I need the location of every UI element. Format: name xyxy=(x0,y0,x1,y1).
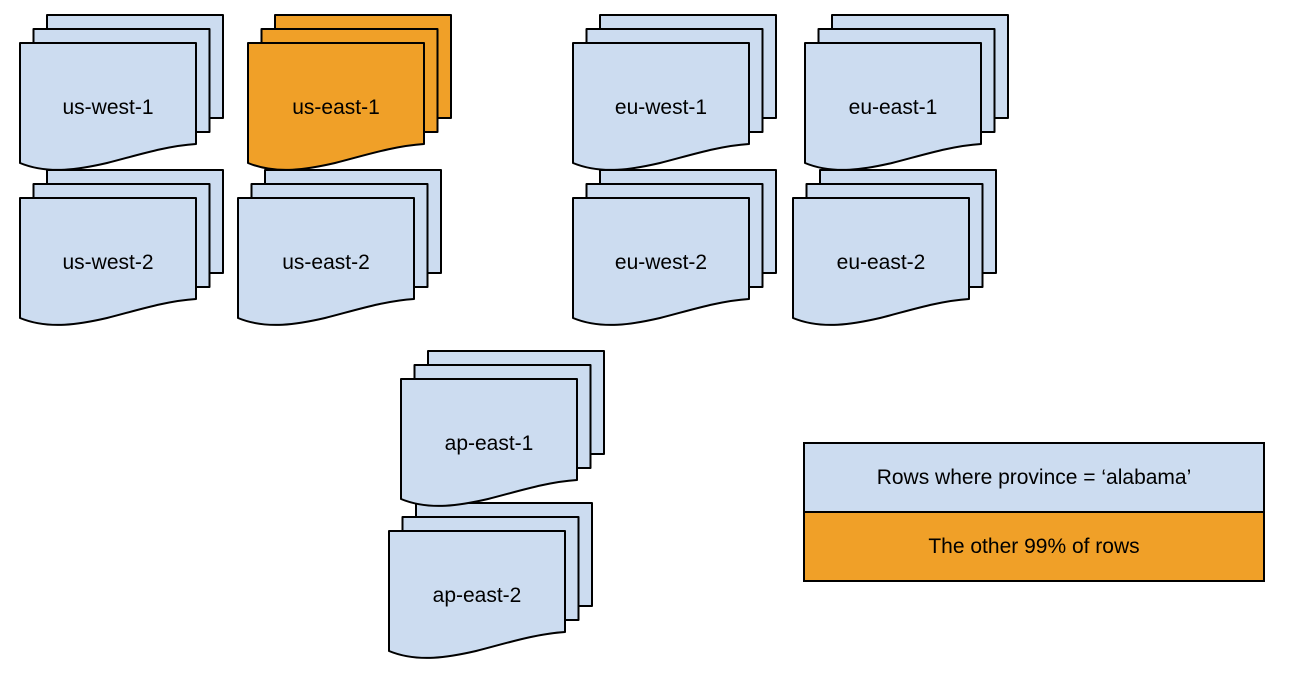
document-page-front-icon xyxy=(237,197,415,326)
document-page-front-icon xyxy=(388,530,566,659)
document-stack-icon: eu-east-1 xyxy=(804,14,1009,171)
stack-label: eu-west-2 xyxy=(615,251,707,274)
document-page-front-icon xyxy=(792,197,970,326)
stack-label: us-east-2 xyxy=(282,251,370,274)
document-stack-icon: us-west-2 xyxy=(19,169,224,326)
stack-label: eu-west-1 xyxy=(615,96,707,119)
stack-label: eu-east-2 xyxy=(837,251,926,274)
document-stack-eu-east-2: eu-east-2 xyxy=(792,169,999,334)
document-stack-icon: eu-west-2 xyxy=(572,169,777,326)
document-stack-us-west-2: us-west-2 xyxy=(19,169,226,334)
document-stack-icon: ap-east-2 xyxy=(388,502,593,659)
document-stack-icon: us-west-1 xyxy=(19,14,224,171)
document-stack-us-west-1: us-west-1 xyxy=(19,14,226,179)
document-stack-eu-west-1: eu-west-1 xyxy=(572,14,779,179)
document-stack-ap-east-2: ap-east-2 xyxy=(388,502,595,667)
document-stack-icon: us-east-1 xyxy=(247,14,452,171)
legend: Rows where province = ‘alabama’ The othe… xyxy=(803,442,1265,582)
document-stack-us-east-2: us-east-2 xyxy=(237,169,444,334)
document-page-front-icon xyxy=(572,42,750,171)
legend-label-other-rows: The other 99% of rows xyxy=(928,534,1140,558)
document-stack-us-east-1: us-east-1 xyxy=(247,14,454,179)
legend-row-other-rows: The other 99% of rows xyxy=(805,511,1263,580)
stack-label: us-east-1 xyxy=(292,96,380,119)
document-stack-eu-west-2: eu-west-2 xyxy=(572,169,779,334)
document-page-front-icon xyxy=(572,197,750,326)
legend-label-alabama-rows: Rows where province = ‘alabama’ xyxy=(876,465,1192,489)
legend-row-alabama-rows: Rows where province = ‘alabama’ xyxy=(805,444,1263,511)
stack-label: ap-east-1 xyxy=(445,432,534,455)
document-page-front-icon xyxy=(804,42,982,171)
document-stack-ap-east-1: ap-east-1 xyxy=(400,350,607,515)
document-stack-icon: us-east-2 xyxy=(237,169,442,326)
stack-label: us-west-2 xyxy=(62,251,153,274)
stack-label: ap-east-2 xyxy=(433,584,522,607)
document-page-front-icon xyxy=(400,378,578,507)
document-stack-icon: ap-east-1 xyxy=(400,350,605,507)
document-page-front-icon xyxy=(247,42,425,171)
stack-label: us-west-1 xyxy=(62,96,153,119)
document-stack-icon: eu-east-2 xyxy=(792,169,997,326)
stack-label: eu-east-1 xyxy=(849,96,938,119)
document-stack-eu-east-1: eu-east-1 xyxy=(804,14,1011,179)
document-page-front-icon xyxy=(19,197,197,326)
document-stack-icon: eu-west-1 xyxy=(572,14,777,171)
document-page-front-icon xyxy=(19,42,197,171)
